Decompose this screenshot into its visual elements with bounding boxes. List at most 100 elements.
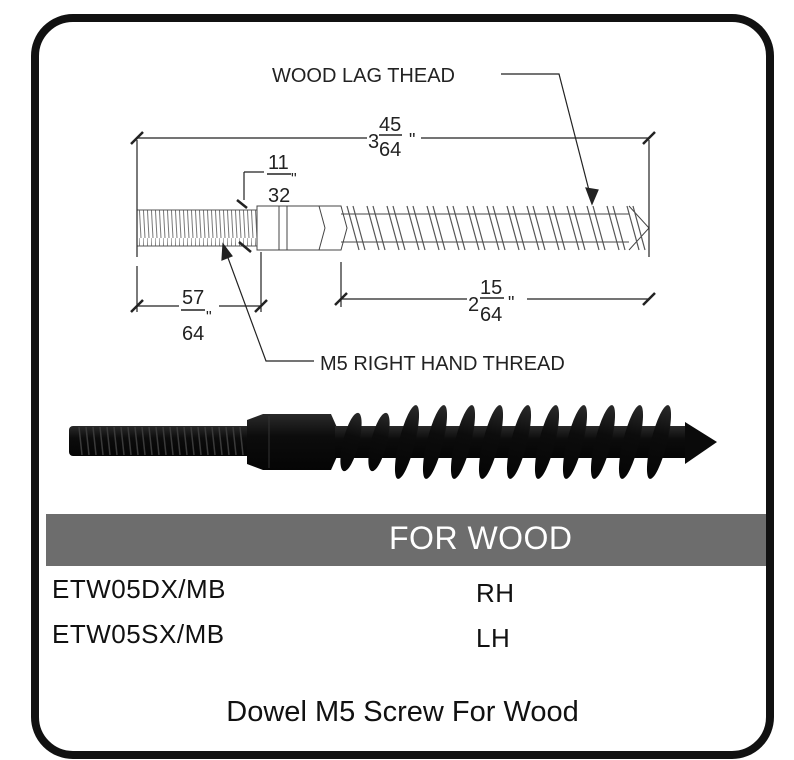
lag-thread-stroke <box>352 205 366 251</box>
lag-thread-flight <box>450 405 476 479</box>
machine-thread-ridge <box>106 426 111 456</box>
dim-lag-whole: 2 <box>468 294 479 316</box>
dim-machine-numerator: 57 <box>182 287 204 309</box>
machine-thread-ridge <box>204 426 209 456</box>
lag-thread-stroke <box>392 205 406 251</box>
lag-thread-stroke <box>472 205 486 251</box>
dim-total-denominator: 64 <box>379 139 401 161</box>
product-hand-1: RH <box>476 578 515 608</box>
dim-collar: 11 32 " <box>267 152 297 207</box>
dim-collar-numerator: 11 <box>268 152 289 174</box>
lag-thread-stroke <box>566 205 580 251</box>
dim-lag-numerator: 15 <box>480 277 502 299</box>
machine-thread-ridge <box>127 426 132 456</box>
lag-thread-stroke <box>466 205 480 251</box>
dim-total-unit: " <box>409 130 415 150</box>
lag-thread-flight <box>368 412 390 472</box>
machine-thread-ridge <box>99 426 104 456</box>
dim-total-numerator: 45 <box>379 114 401 136</box>
dimension-lines <box>130 131 656 313</box>
lag-thread-flight <box>340 412 362 472</box>
lag-thread-stroke <box>452 205 466 251</box>
lag-thread-flight <box>590 405 616 479</box>
lag-thread-stroke <box>612 205 626 251</box>
lag-thread-stroke <box>546 205 560 251</box>
machine-thread-ridge <box>155 426 160 456</box>
lag-thread-flight <box>646 405 672 479</box>
dim-lag: 2 15 64 " <box>468 277 514 326</box>
machine-thread-ridge <box>134 426 139 456</box>
machine-thread-ridge <box>85 426 90 456</box>
lag-thread-flight <box>618 405 644 479</box>
lag-thread-stroke <box>486 205 500 251</box>
machine-thread-ridge <box>239 426 244 456</box>
lag-thread-stroke <box>512 205 526 251</box>
machine-thread-ridge <box>78 426 83 456</box>
product-code-1: ETW05DX/MB <box>52 574 227 604</box>
banner-label: FOR WOOD <box>389 520 573 556</box>
machine-thread-ridge <box>162 426 167 456</box>
lag-thread-stroke <box>412 205 426 251</box>
lag-thread-stroke <box>532 205 546 251</box>
lag-thread-flight <box>478 405 504 479</box>
dim-lag-denominator: 64 <box>480 304 502 326</box>
lag-thread-stroke <box>372 205 386 251</box>
lag-thread-flight <box>562 405 588 479</box>
machine-thread-ridge <box>148 426 153 456</box>
lag-thread-flight <box>394 405 420 479</box>
callout-leaders <box>221 73 599 362</box>
machine-thread-ridge <box>190 426 195 456</box>
lag-thread-stroke <box>446 205 460 251</box>
machine-thread-ridge <box>113 426 118 456</box>
lag-thread-stroke <box>432 205 446 251</box>
lag-thread-stroke <box>506 205 520 251</box>
machine-thread-ridge <box>176 426 181 456</box>
screw-outline <box>136 205 650 251</box>
lag-thread-flight <box>422 405 448 479</box>
category-banner: FOR WOOD <box>46 514 766 566</box>
lag-thread-stroke <box>572 205 586 251</box>
lag-thread-stroke <box>366 205 380 251</box>
dim-collar-unit: " <box>291 171 297 188</box>
machine-thread-ridge <box>92 426 97 456</box>
dim-machine-unit: " <box>206 309 212 326</box>
product-hand-2: LH <box>476 623 511 653</box>
lag-thread-flight <box>534 405 560 479</box>
screw-photo <box>69 405 717 479</box>
dim-total-whole: 3 <box>368 131 379 153</box>
machine-thread-ridge <box>183 426 188 456</box>
lag-thread-stroke <box>592 205 606 251</box>
lag-thread-stroke <box>632 205 646 251</box>
machine-thread-ridge <box>225 426 230 456</box>
machine-thread-ridge <box>232 426 237 456</box>
lag-thread-lines <box>346 205 646 251</box>
lag-thread-stroke <box>626 205 640 251</box>
machine-thread-ridge <box>197 426 202 456</box>
machine-thread-ridge <box>120 426 125 456</box>
lag-thread-stroke <box>426 205 440 251</box>
lag-thread-stroke <box>386 205 400 251</box>
lag-thread-stroke <box>526 205 540 251</box>
lag-thread-stroke <box>552 205 566 251</box>
technical-drawing: WOOD LAG THEAD M5 RIGHT HAND THREAD 3 45… <box>69 65 717 479</box>
machine-thread-ridge <box>211 426 216 456</box>
lag-thread-stroke <box>406 205 420 251</box>
product-code-2: ETW05SX/MB <box>52 619 225 649</box>
lag-thread-stroke <box>586 205 600 251</box>
lag-thread-stroke <box>606 205 620 251</box>
lag-thread-stroke <box>492 205 506 251</box>
product-caption: Dowel M5 Screw For Wood <box>226 696 579 728</box>
dim-machine: 57 64 " <box>181 287 212 345</box>
dim-collar-denominator: 32 <box>268 185 290 207</box>
lag-thread-flight <box>506 405 532 479</box>
lag-thread-stroke <box>346 205 360 251</box>
callout-lag-label: WOOD LAG THEAD <box>272 65 455 87</box>
machine-thread-ridge <box>218 426 223 456</box>
machine-thread-ridge <box>169 426 174 456</box>
dim-machine-denominator: 64 <box>182 323 204 345</box>
callout-machine-label: M5 RIGHT HAND THREAD <box>320 353 565 375</box>
dim-lag-unit: " <box>508 293 514 313</box>
dim-total: 3 45 64 " <box>368 114 415 161</box>
machine-thread-ridge <box>141 426 146 456</box>
product-card: WOOD LAG THEAD M5 RIGHT HAND THREAD 3 45… <box>31 14 774 759</box>
